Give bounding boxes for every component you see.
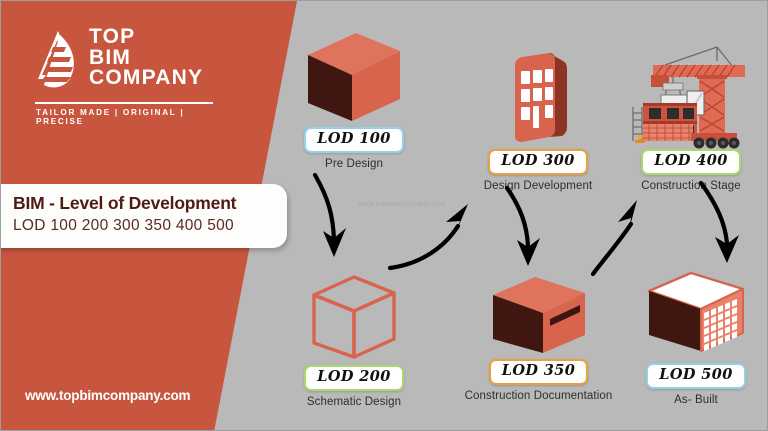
logo-text-company: COMPANY (89, 66, 204, 90)
company-logo: TOP BIM COMPANY TAILOR MADE | ORIGINAL |… (33, 23, 233, 126)
lod-200-caption: Schematic Design (306, 395, 402, 408)
arrow-lod200-to-lod300 (387, 204, 468, 271)
solid-cube-icon (308, 33, 400, 121)
lod-500-label: LOD 500 (646, 363, 746, 389)
wireframe-cube-icon (312, 275, 396, 359)
logo-text-top: TOP (89, 25, 136, 48)
lod-500-caption: As- Built (674, 393, 718, 406)
crane-construction-icon (632, 46, 745, 149)
lod-350-caption: Construction Documentation (464, 389, 613, 402)
title-card: BIM - Level of Development LOD 100 200 3… (1, 184, 287, 248)
arrow-lod350-to-lod400 (590, 200, 637, 277)
windowed-building-icon (515, 53, 567, 142)
stage-lod-500: LOD 500 As- Built (621, 269, 767, 406)
stage-lod-300: LOD 300 Design Development (453, 51, 623, 192)
logo-divider (35, 102, 213, 104)
logo-tagline: TAILOR MADE | ORIGINAL | PRECISE (36, 108, 185, 126)
lod-400-label: LOD 400 (641, 149, 741, 175)
arrow-lod300-to-lod350 (504, 185, 540, 266)
page-subtitle: LOD 100 200 300 350 400 500 (13, 217, 234, 234)
lod-350-label: LOD 350 (488, 359, 589, 385)
stage-lod-200: LOD 200 Schematic Design (289, 271, 419, 408)
watermark-text: www.topbimcompany.com (358, 201, 446, 208)
lod-200-label: LOD 200 (304, 365, 404, 391)
slotted-box-icon (492, 277, 585, 353)
lod-100-caption: Pre Design (325, 157, 383, 170)
stage-lod-400: LOD 400 Construction Stage (616, 25, 766, 192)
arrow-lod100-to-lod200 (312, 172, 346, 257)
lod-100-label: LOD 100 (304, 127, 404, 153)
page-title: BIM - Level of Development (13, 193, 237, 213)
arrow-lod400-to-lod500 (698, 180, 739, 263)
lod-400-caption: Construction Stage (641, 179, 741, 192)
footer-website-url[interactable]: www.topbimcompany.com (25, 388, 191, 403)
logo-text-bim: BIM (89, 45, 132, 69)
logo-mark-icon (38, 31, 74, 88)
lod-300-caption: Design Development (483, 179, 593, 192)
lod-300-label: LOD 300 (488, 149, 588, 175)
finished-building-icon (647, 271, 745, 352)
stage-lod-100: LOD 100 Pre Design (289, 29, 419, 170)
stage-lod-350: LOD 350 Construction Documentation (441, 273, 636, 402)
